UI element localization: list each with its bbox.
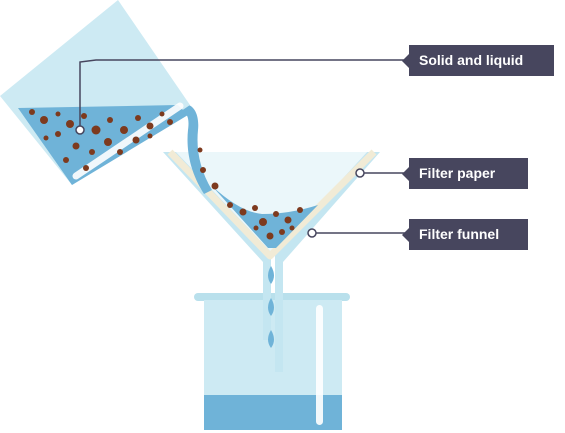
solid-particle — [83, 165, 89, 171]
pouring-stream — [178, 104, 212, 194]
solid-particle — [297, 207, 303, 213]
solid-liquid-mixture — [18, 105, 188, 185]
drop — [268, 330, 274, 348]
solid-particle — [135, 115, 141, 121]
solid-particle — [63, 157, 69, 163]
solid-particle — [72, 142, 80, 150]
drop — [268, 298, 274, 316]
solid-particle — [159, 111, 165, 117]
collecting-beaker — [194, 293, 350, 430]
funnel-left-wall — [163, 152, 271, 340]
filter-funnel-marker — [307, 228, 317, 238]
solid-particle — [55, 111, 61, 117]
funnel-interior — [176, 152, 367, 252]
solid-and-liquid-label: Solid and liquid — [402, 45, 554, 76]
solid-particle — [66, 120, 74, 128]
solid-particle — [253, 225, 259, 231]
solid-particle — [279, 229, 285, 235]
solid-particles — [29, 109, 303, 240]
solid-particle — [132, 136, 140, 144]
solid-particle — [266, 232, 274, 240]
filter-funnel-label: Filter funnel — [402, 219, 528, 250]
solid-particle — [252, 205, 258, 211]
beaker-highlight — [316, 305, 323, 425]
solid-particle — [107, 117, 113, 123]
solid-particle — [273, 211, 279, 217]
solid-particle — [211, 182, 219, 190]
pouring-beaker — [0, 0, 190, 185]
filtrate-drops — [268, 266, 274, 348]
solid-particle — [146, 122, 154, 130]
solid-particle — [284, 216, 292, 224]
filter-paper-marker — [355, 168, 365, 178]
solid-particle — [117, 149, 123, 155]
solid-particle — [55, 131, 61, 137]
solid-particle — [227, 202, 233, 208]
solid-particle — [89, 149, 95, 155]
solid-particle — [259, 218, 267, 226]
solid-particle — [91, 125, 101, 135]
solid-particle — [120, 126, 128, 134]
solid-liquid-marker — [75, 125, 85, 135]
mixture-in-funnel — [212, 186, 318, 248]
pouring-beaker-highlight — [72, 102, 184, 180]
solid-particle — [43, 135, 49, 141]
solid-liquid-leader — [79, 59, 409, 130]
solid-particle — [40, 116, 48, 124]
solid-particle — [200, 167, 206, 173]
solid-particle — [81, 113, 87, 119]
solid-particle — [147, 133, 153, 139]
solid-particle — [167, 119, 173, 125]
solid-particle — [104, 138, 112, 146]
filter-paper-label: Filter paper — [402, 158, 528, 189]
solid-particle — [29, 109, 35, 115]
solid-particle — [289, 225, 295, 231]
drop — [268, 266, 274, 284]
solid-particle — [197, 147, 203, 153]
solid-particle — [239, 208, 247, 216]
